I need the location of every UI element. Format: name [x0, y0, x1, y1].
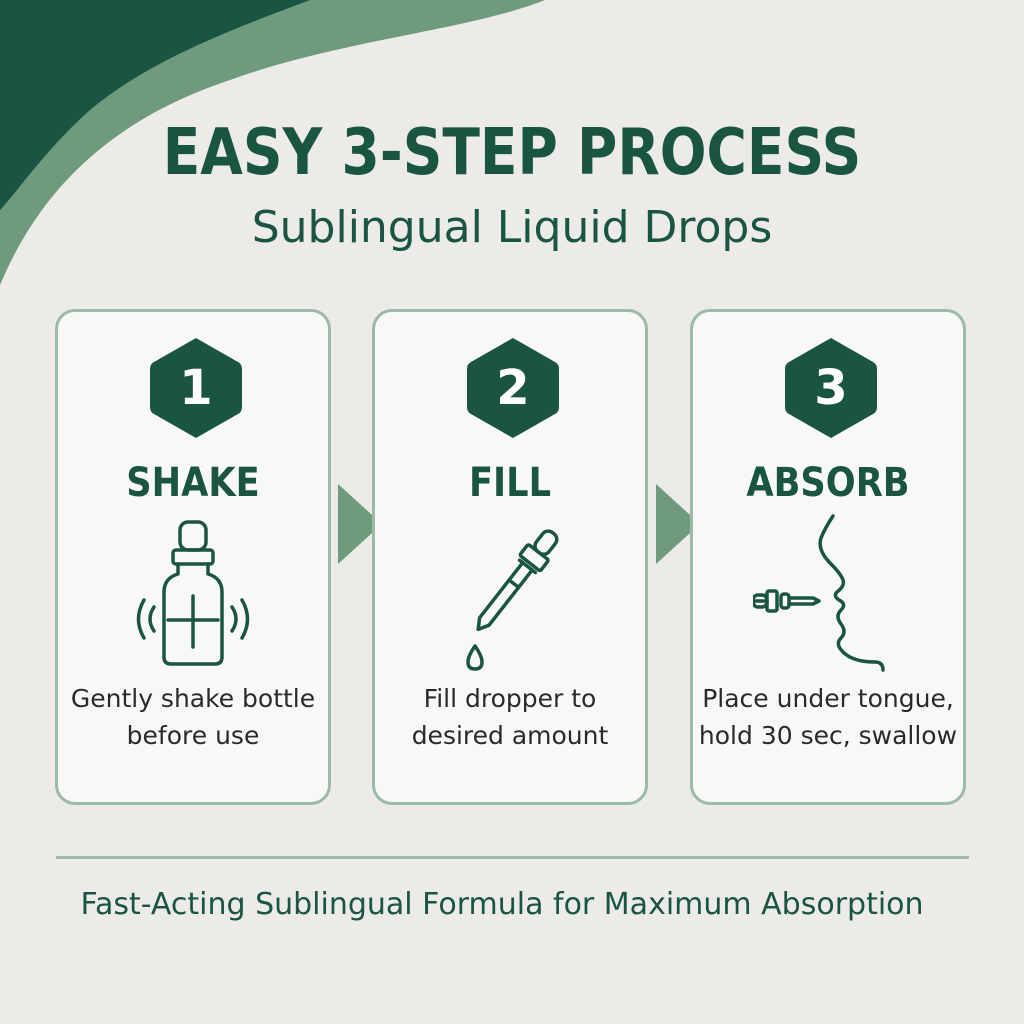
corner-wave-decoration: [0, 0, 545, 285]
step-title: FILL: [468, 460, 552, 506]
footer-divider: [56, 856, 969, 859]
step-title: SHAKE: [126, 460, 260, 506]
next-step-arrow-icon: [338, 484, 382, 564]
step-description: Place under tongue, hold 30 sec, swallow: [698, 684, 958, 750]
step-description: Gently shake bottle before use: [70, 684, 316, 750]
page-subtitle: Sublingual Liquid Drops: [251, 202, 773, 253]
hexagon-badge-icon: [467, 338, 559, 438]
next-step-arrow-icon: [656, 484, 700, 564]
step-number: 2: [496, 360, 530, 416]
step-title: ABSORB: [746, 460, 910, 506]
hexagon-badge-icon: [150, 338, 242, 438]
step-number: 3: [814, 360, 848, 416]
step-description: Fill dropper to desired amount: [411, 684, 609, 750]
step-card-absorb: 3 ABSORB Place under tongue, hold 30 sec…: [690, 309, 966, 805]
footer-tagline: Fast-Acting Sublingual Formula for Maxim…: [80, 887, 924, 922]
step-number: 1: [179, 360, 213, 416]
dropper-icon: [466, 529, 559, 671]
step-card-shake: 1 SHAKE Gently shake bottle before use: [55, 309, 331, 805]
step-card-fill: 2 FILL Fill dropper to desired amount: [372, 309, 648, 805]
page-title: EASY 3-STEP PROCESS: [162, 116, 862, 190]
dropper-face-icon: [753, 514, 885, 672]
hexagon-badge-icon: [785, 338, 877, 438]
shaking-bottle-icon: [136, 520, 250, 666]
